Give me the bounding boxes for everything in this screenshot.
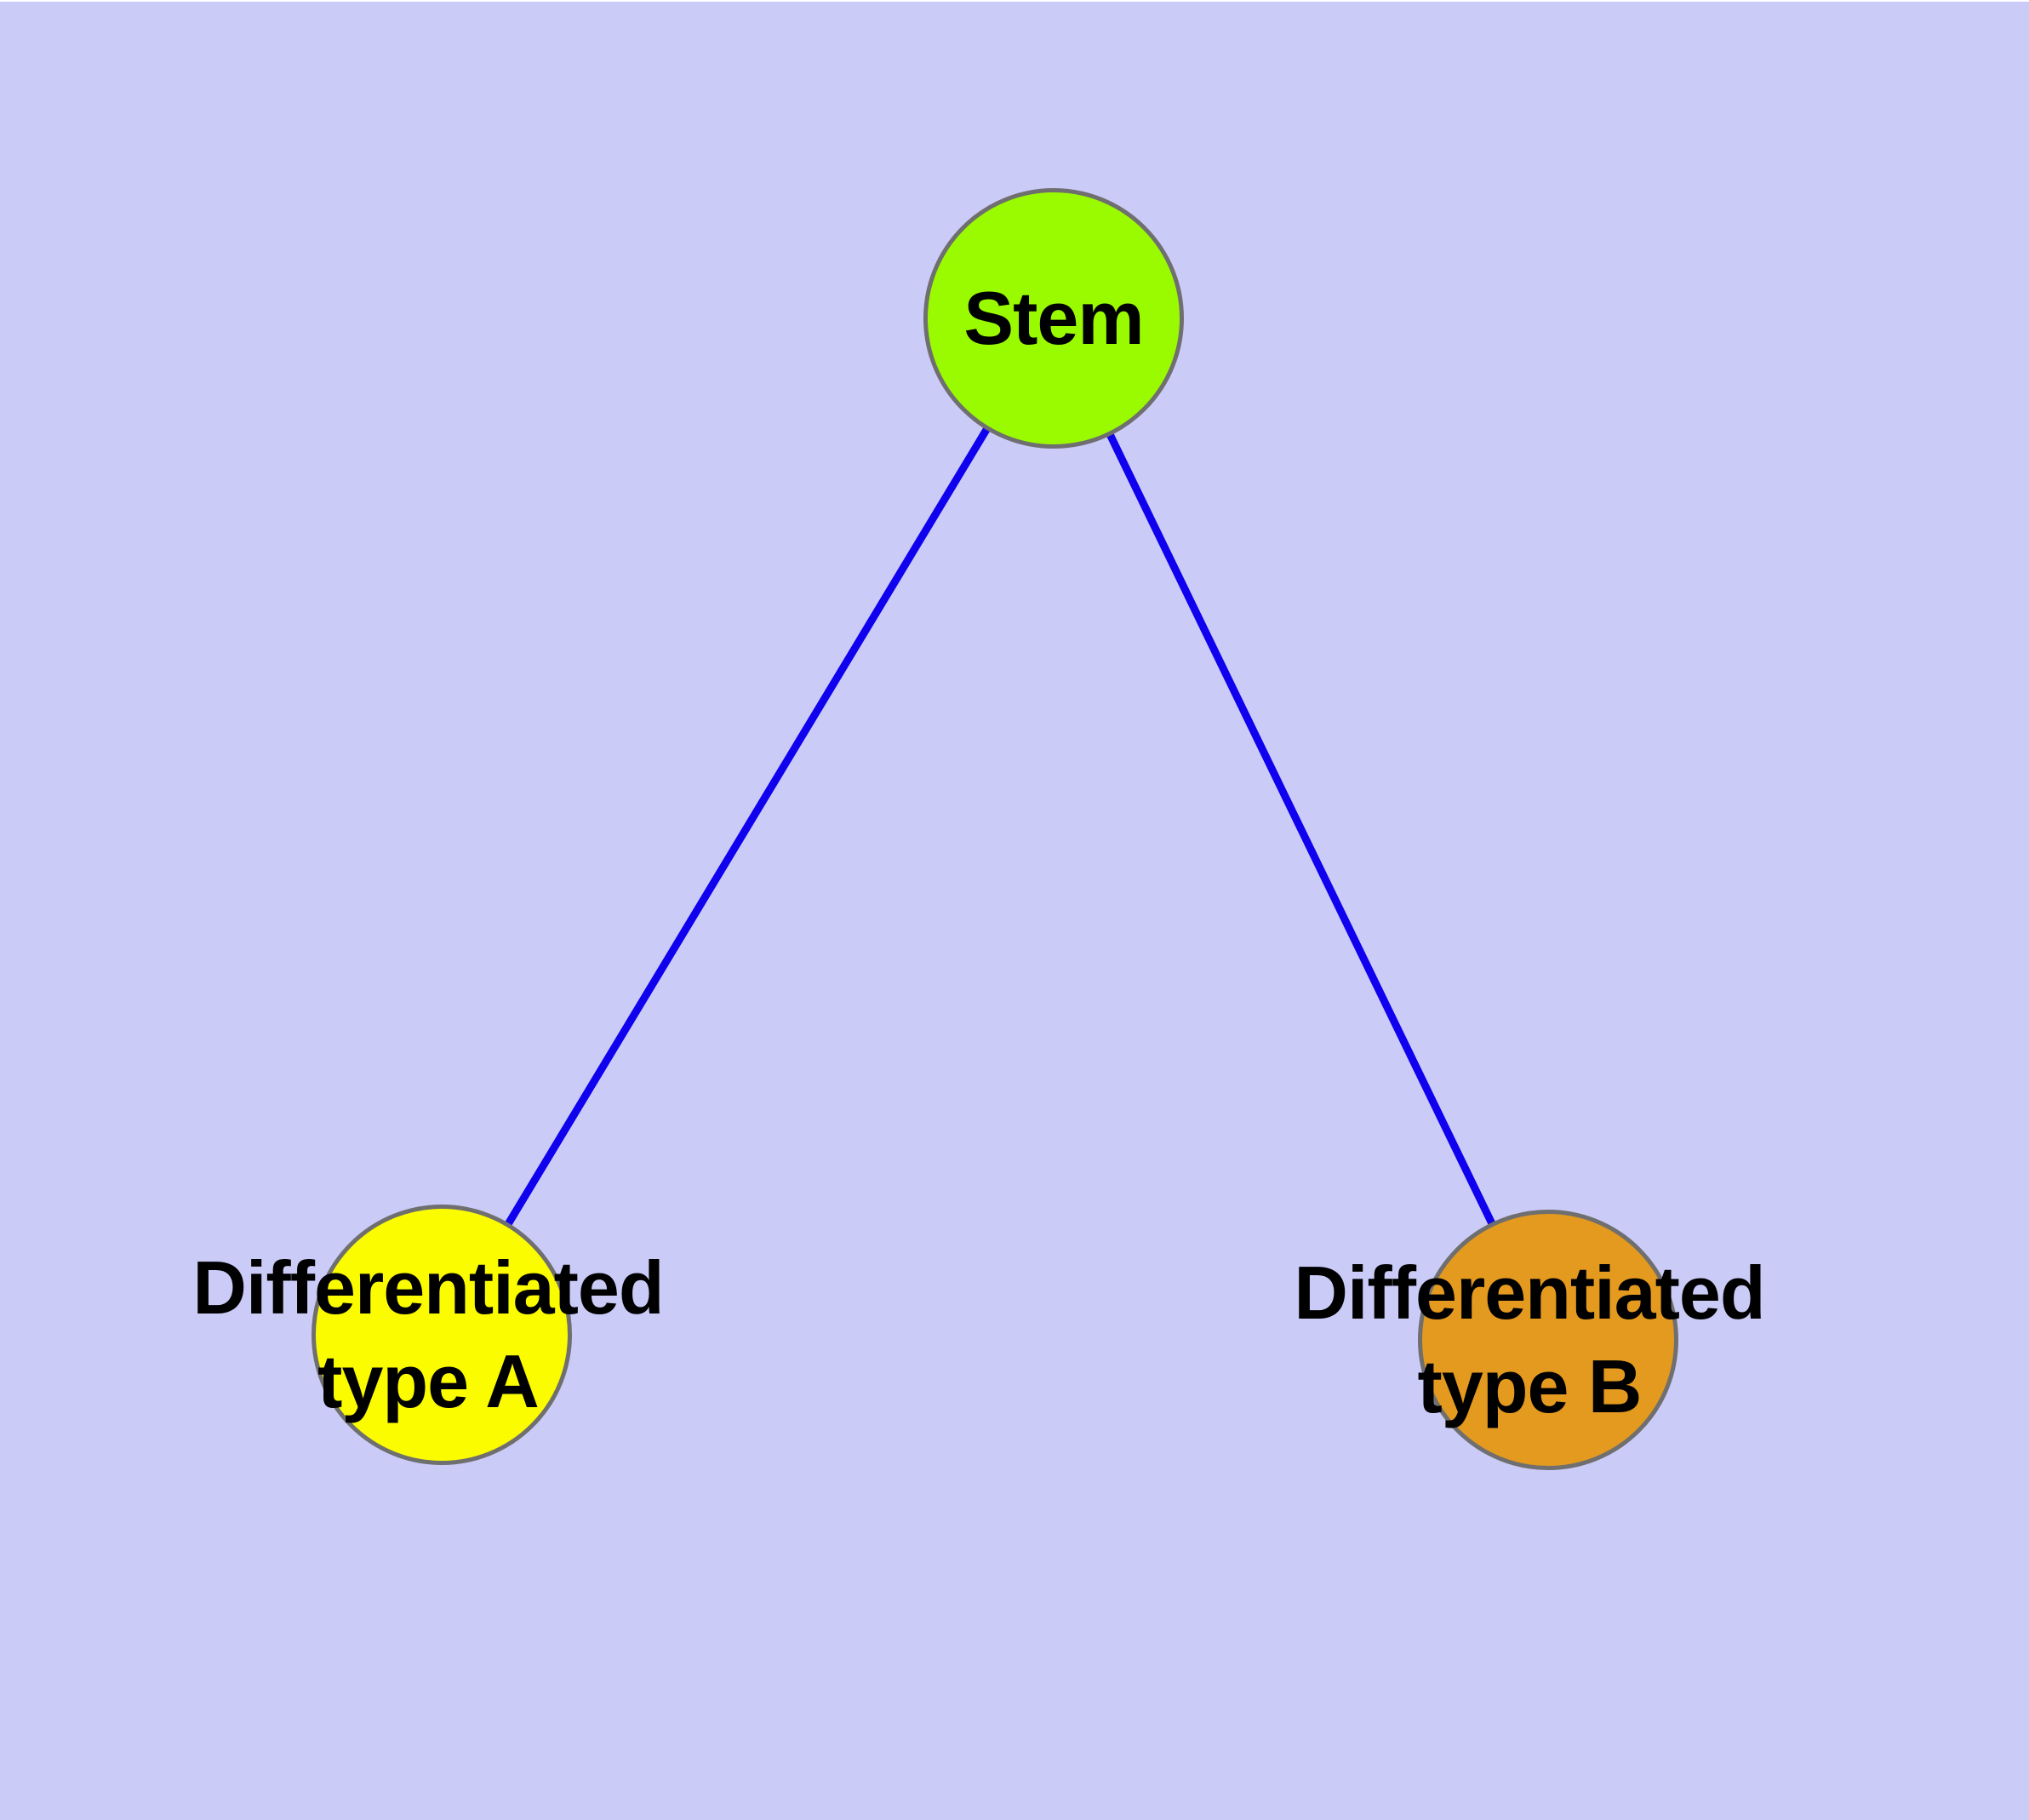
differentiated-type-a-label-line1: Differentiated	[192, 1245, 664, 1330]
differentiated-type-a-label: Differentiated type A	[192, 1241, 664, 1428]
edge-stem-typeA	[438, 316, 1057, 1336]
differentiated-type-a-circle	[311, 1205, 572, 1465]
differentiated-type-b-circle	[1418, 1210, 1678, 1470]
differentiated-type-a-label-line2: type A	[317, 1339, 540, 1423]
differentiated-type-b-label: Differentiated type B	[1294, 1246, 1765, 1434]
stem-label-text: Stem	[963, 276, 1144, 360]
stem-circle	[923, 188, 1184, 449]
differentiated-type-b-label-line1: Differentiated	[1294, 1251, 1765, 1335]
differentiated-type-b-label-line2: type B	[1417, 1344, 1643, 1428]
stem-label: Stem	[963, 272, 1144, 365]
edge-stem-typeB	[1049, 316, 1552, 1341]
